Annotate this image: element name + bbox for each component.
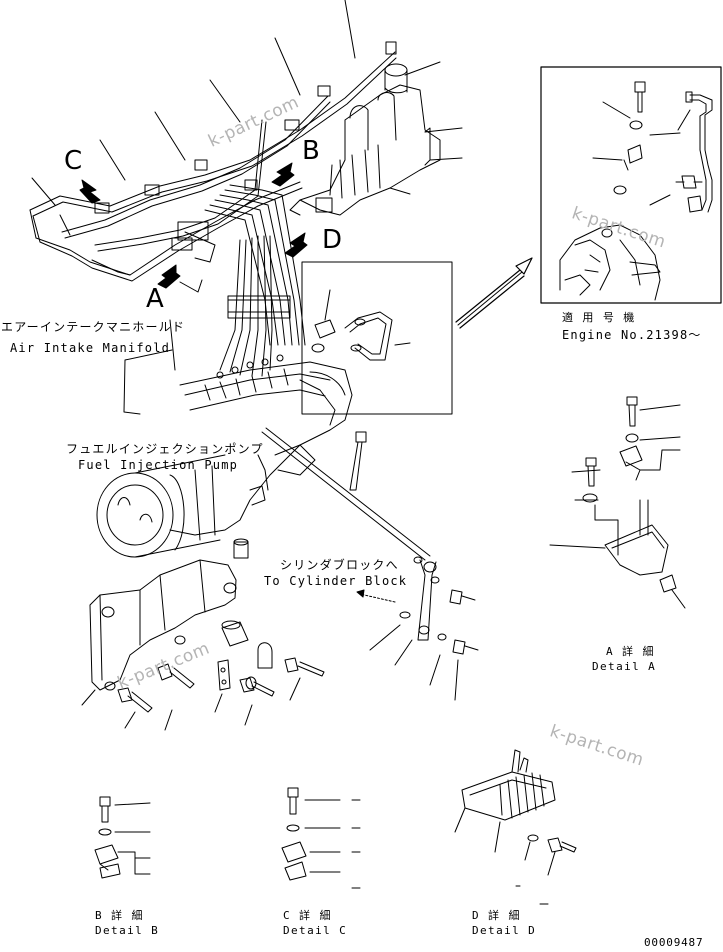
applicable-label-jp: 適 用 号 機 [562, 311, 636, 324]
cylinder-block-label-en: To Cylinder Block [264, 574, 408, 588]
detail-c-parts [281, 787, 361, 889]
detail-a-title-jp: A 詳 細 [606, 645, 655, 658]
fuel-pump-label-en: Fuel Injection Pump [78, 458, 239, 472]
inset-arrow [455, 257, 533, 329]
fuel-pump-leader [257, 454, 269, 491]
air-intake-label-en: Air Intake Manifold [10, 341, 171, 355]
pump-support-bracket [81, 538, 325, 731]
callout-d: D [322, 225, 343, 255]
detail-d-fittings [311, 289, 411, 361]
air-intake-label-jp: エアーインテークマニホールド [1, 320, 186, 334]
fuel-pump-label-jp: フュエルインジェクションポンプ [66, 442, 264, 456]
cylinder-block-link [261, 427, 479, 701]
callout-c: C [64, 146, 83, 176]
detail-d-parts [454, 749, 577, 905]
engine-number-label: Engine No.21398～ [562, 328, 702, 342]
air-intake-leader [123, 349, 173, 415]
detail-d-frame [301, 261, 453, 415]
cylinder-block-label-jp: シリンダブロックへ [280, 558, 399, 572]
fuel-injection-pump [96, 354, 367, 558]
detail-a-parts [549, 396, 686, 609]
detail-c-title-en: Detail C [283, 924, 348, 937]
inset-parts [559, 81, 713, 301]
callout-b: B [302, 136, 320, 166]
detail-c-title-jp: C 詳 細 [283, 909, 332, 922]
air-intake-manifold [289, 63, 441, 216]
detail-a-title-en: Detail A [592, 660, 657, 673]
callout-arrows [79, 162, 308, 289]
detail-b-title-en: Detail B [95, 924, 160, 937]
detail-d-title-en: Detail D [472, 924, 537, 937]
detail-b-parts [94, 796, 151, 879]
callout-a: A [146, 284, 164, 314]
inset-frame [540, 66, 722, 304]
drawing-number: 00009487 [644, 936, 704, 949]
detail-d-title-jp: D 詳 細 [472, 909, 521, 922]
leader-lines [31, 0, 463, 371]
injection-pipes [29, 41, 397, 377]
detail-b-title-jp: B 詳 細 [95, 909, 144, 922]
